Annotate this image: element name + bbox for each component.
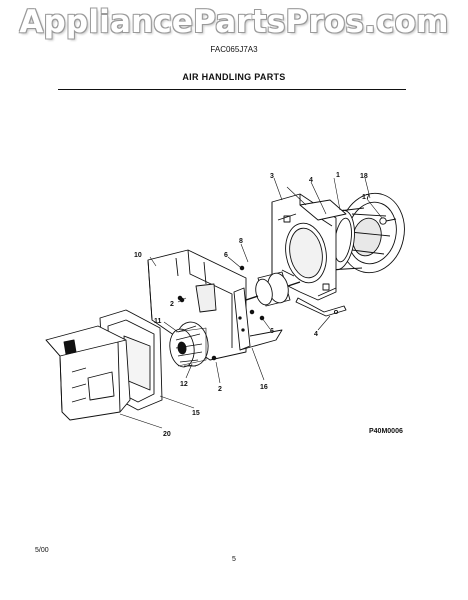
callout-11: 11 <box>154 318 162 325</box>
callout-2-lower: 2 <box>218 386 222 393</box>
part-6-screws <box>239 265 265 321</box>
part-17-clip <box>379 217 397 225</box>
part-10-baffle <box>147 249 247 361</box>
part-4-lower-rail <box>295 297 347 317</box>
callout-6-lower: 6 <box>270 328 274 335</box>
part-18-shroud-ring <box>339 192 405 274</box>
callout-6-upper: 6 <box>224 252 228 259</box>
callout-18: 18 <box>360 173 368 180</box>
callout-2-upper: 2 <box>170 301 174 308</box>
part-11-blower-wheel <box>169 321 209 368</box>
callout-3: 3 <box>270 173 274 180</box>
callout-1: 1 <box>336 172 340 179</box>
page-number: 5 <box>232 556 236 563</box>
part-3-scroll-housing <box>271 193 337 301</box>
section-title: AIR HANDLING PARTS <box>182 72 286 82</box>
callout-20: 20 <box>163 431 171 438</box>
callout-15: 15 <box>192 410 200 417</box>
callout-8: 8 <box>239 238 243 245</box>
part-8-motor <box>245 271 301 307</box>
footer-date: 5/00 <box>35 547 49 554</box>
part-2-screws <box>179 297 217 361</box>
callout-16: 16 <box>260 384 268 391</box>
callout-4-lower: 4 <box>314 331 318 338</box>
part-20-front-panel <box>45 325 131 421</box>
callout-4-upper: 4 <box>309 177 313 184</box>
part-16-motor-mount <box>233 287 283 351</box>
callout-10: 10 <box>134 252 142 259</box>
watermark-logo: AppliancePartsPros.com <box>19 4 449 40</box>
callout-12: 12 <box>180 381 188 388</box>
callout-labels: 1 3 4 18 17 8 10 6 2 6 4 11 12 2 16 15 2… <box>134 172 370 438</box>
title-rule <box>58 89 406 90</box>
diagram-code: P40M0006 <box>369 428 403 435</box>
model-number: FAC065J7A3 <box>210 45 258 54</box>
callout-17: 17 <box>362 194 370 201</box>
leader-lines <box>119 177 383 429</box>
